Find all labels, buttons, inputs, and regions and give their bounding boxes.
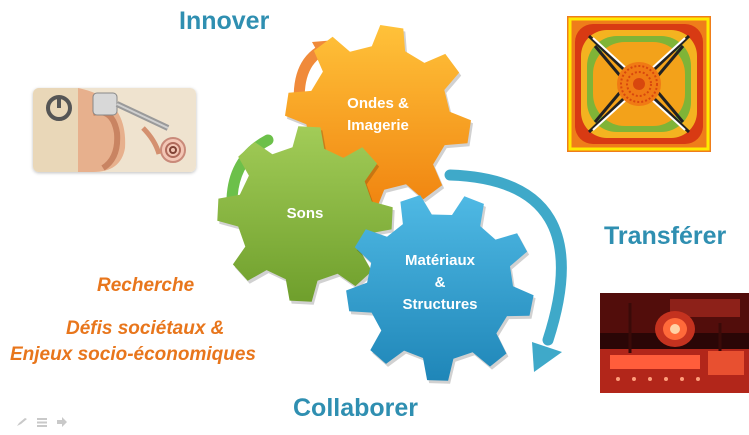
slides-icon[interactable] (36, 417, 48, 427)
arrow-blue-head (532, 342, 562, 372)
heading-transferer: Transférer (604, 222, 727, 250)
arrow-blue (444, 169, 567, 346)
text-recherche: Recherche (97, 275, 195, 296)
gear-label-materiaux-2: & (435, 274, 446, 291)
ear-implant-image (33, 88, 196, 172)
gear-label-sons: Sons (287, 205, 324, 222)
gear-materiaux-body (346, 195, 534, 381)
gear-sons-body (217, 126, 393, 302)
gear-sons (217, 126, 395, 305)
text-defis-societaux: Défis sociétaux & (66, 318, 225, 339)
next-arrow-icon[interactable] (56, 417, 68, 427)
gear-label-materiaux-3: Structures (402, 296, 477, 313)
text-enjeux-socio-economiques: Enjeux socio-économiques (10, 344, 256, 365)
gear-materiaux-structures (346, 195, 536, 384)
gear-label-ondes-1: Ondes & (347, 95, 409, 112)
pen-icon[interactable] (16, 417, 28, 427)
gear-label-materiaux-1: Matériaux (405, 252, 476, 269)
heading-innover: Innover (179, 7, 270, 35)
heading-collaborer: Collaborer (293, 394, 419, 422)
slide-controls (16, 417, 68, 427)
gear-label-ondes-2: Imagerie (347, 117, 409, 134)
lab-equipment-image (600, 293, 749, 393)
wave-pattern-image (567, 16, 711, 152)
